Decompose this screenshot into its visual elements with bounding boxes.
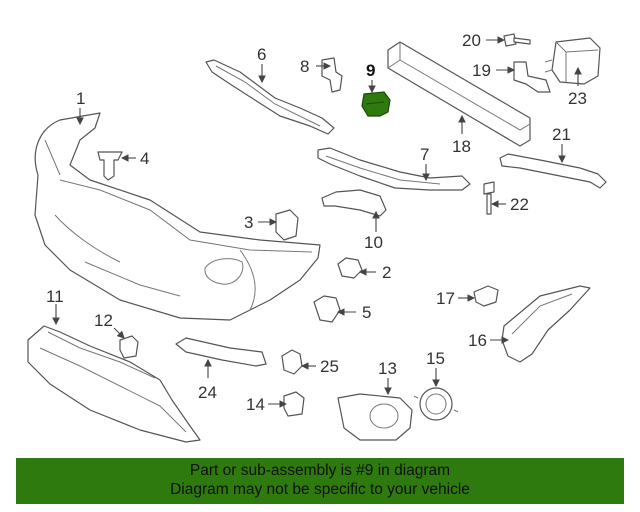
banner-line-part-number: Part or sub-assembly is #9 in diagram bbox=[189, 462, 451, 479]
part-2-clip[interactable] bbox=[337, 257, 363, 279]
part-14-bracket[interactable] bbox=[283, 391, 305, 417]
leader-lines bbox=[52, 36, 582, 408]
info-banner: Part or sub-assembly is #9 in diagram Di… bbox=[16, 458, 624, 504]
part-18-reinforcement[interactable] bbox=[387, 41, 531, 147]
callout-15: 15 bbox=[426, 349, 445, 368]
callout-21: 21 bbox=[552, 125, 571, 144]
part-25-clip[interactable] bbox=[281, 349, 303, 375]
callout-13: 13 bbox=[378, 359, 397, 378]
part-8-bracket[interactable] bbox=[321, 57, 343, 93]
callout-10: 10 bbox=[364, 233, 383, 252]
callout-19: 19 bbox=[472, 61, 491, 80]
callout-17: 17 bbox=[436, 289, 455, 308]
part-23-mount[interactable] bbox=[544, 37, 601, 85]
part-7-retainer[interactable] bbox=[317, 147, 471, 191]
callout-20: 20 bbox=[462, 31, 481, 50]
callout-18: 18 bbox=[452, 137, 471, 156]
parts-diagram: 1 2 3 4 5 6 7 8 9 10 11 12 13 14 15 16 1… bbox=[27, 31, 607, 443]
part-11-lower-garnish[interactable] bbox=[27, 325, 201, 443]
callout-4: 4 bbox=[140, 149, 149, 168]
part-24-molding[interactable] bbox=[175, 337, 267, 367]
callout-8: 8 bbox=[300, 57, 309, 76]
callout-1: 1 bbox=[76, 89, 85, 108]
callout-2: 2 bbox=[382, 263, 391, 282]
part-17-clip[interactable] bbox=[473, 285, 499, 307]
callout-9: 9 bbox=[366, 61, 375, 80]
callout-23: 23 bbox=[568, 89, 587, 108]
callout-22: 22 bbox=[510, 195, 529, 214]
part-20-bolt[interactable] bbox=[503, 33, 531, 47]
callout-7: 7 bbox=[420, 145, 429, 164]
part-21-rod[interactable] bbox=[499, 153, 607, 189]
callout-24: 24 bbox=[198, 383, 217, 402]
callout-12: 12 bbox=[94, 311, 113, 330]
callout-11: 11 bbox=[46, 287, 64, 306]
part-15-fog-lamp[interactable] bbox=[413, 387, 459, 421]
part-5-clip[interactable] bbox=[313, 295, 341, 323]
callout-25: 25 bbox=[320, 357, 339, 376]
part-1-bumper-cover[interactable] bbox=[34, 112, 321, 321]
part-9-bracket-highlighted[interactable] bbox=[361, 91, 391, 117]
part-3-clip[interactable] bbox=[275, 209, 299, 241]
callout-labels: 1 2 3 4 5 6 7 8 9 10 11 12 13 14 15 16 1… bbox=[46, 31, 587, 414]
callout-3: 3 bbox=[244, 213, 253, 232]
callout-16: 16 bbox=[468, 331, 487, 350]
part-19-bracket[interactable] bbox=[513, 61, 551, 93]
part-12-clip[interactable] bbox=[119, 335, 139, 359]
part-4-clip[interactable] bbox=[97, 151, 123, 181]
callout-5: 5 bbox=[362, 303, 371, 322]
banner-line-disclaimer: Diagram may not be specific to your vehi… bbox=[170, 481, 470, 498]
part-22-bolt[interactable] bbox=[483, 181, 495, 215]
part-6-retainer[interactable] bbox=[205, 59, 335, 135]
callout-14: 14 bbox=[246, 395, 265, 414]
part-10-bracket[interactable] bbox=[321, 189, 387, 217]
part-16-filler[interactable] bbox=[501, 285, 591, 363]
part-13-fog-bezel[interactable] bbox=[337, 393, 413, 441]
callout-6: 6 bbox=[257, 45, 266, 64]
